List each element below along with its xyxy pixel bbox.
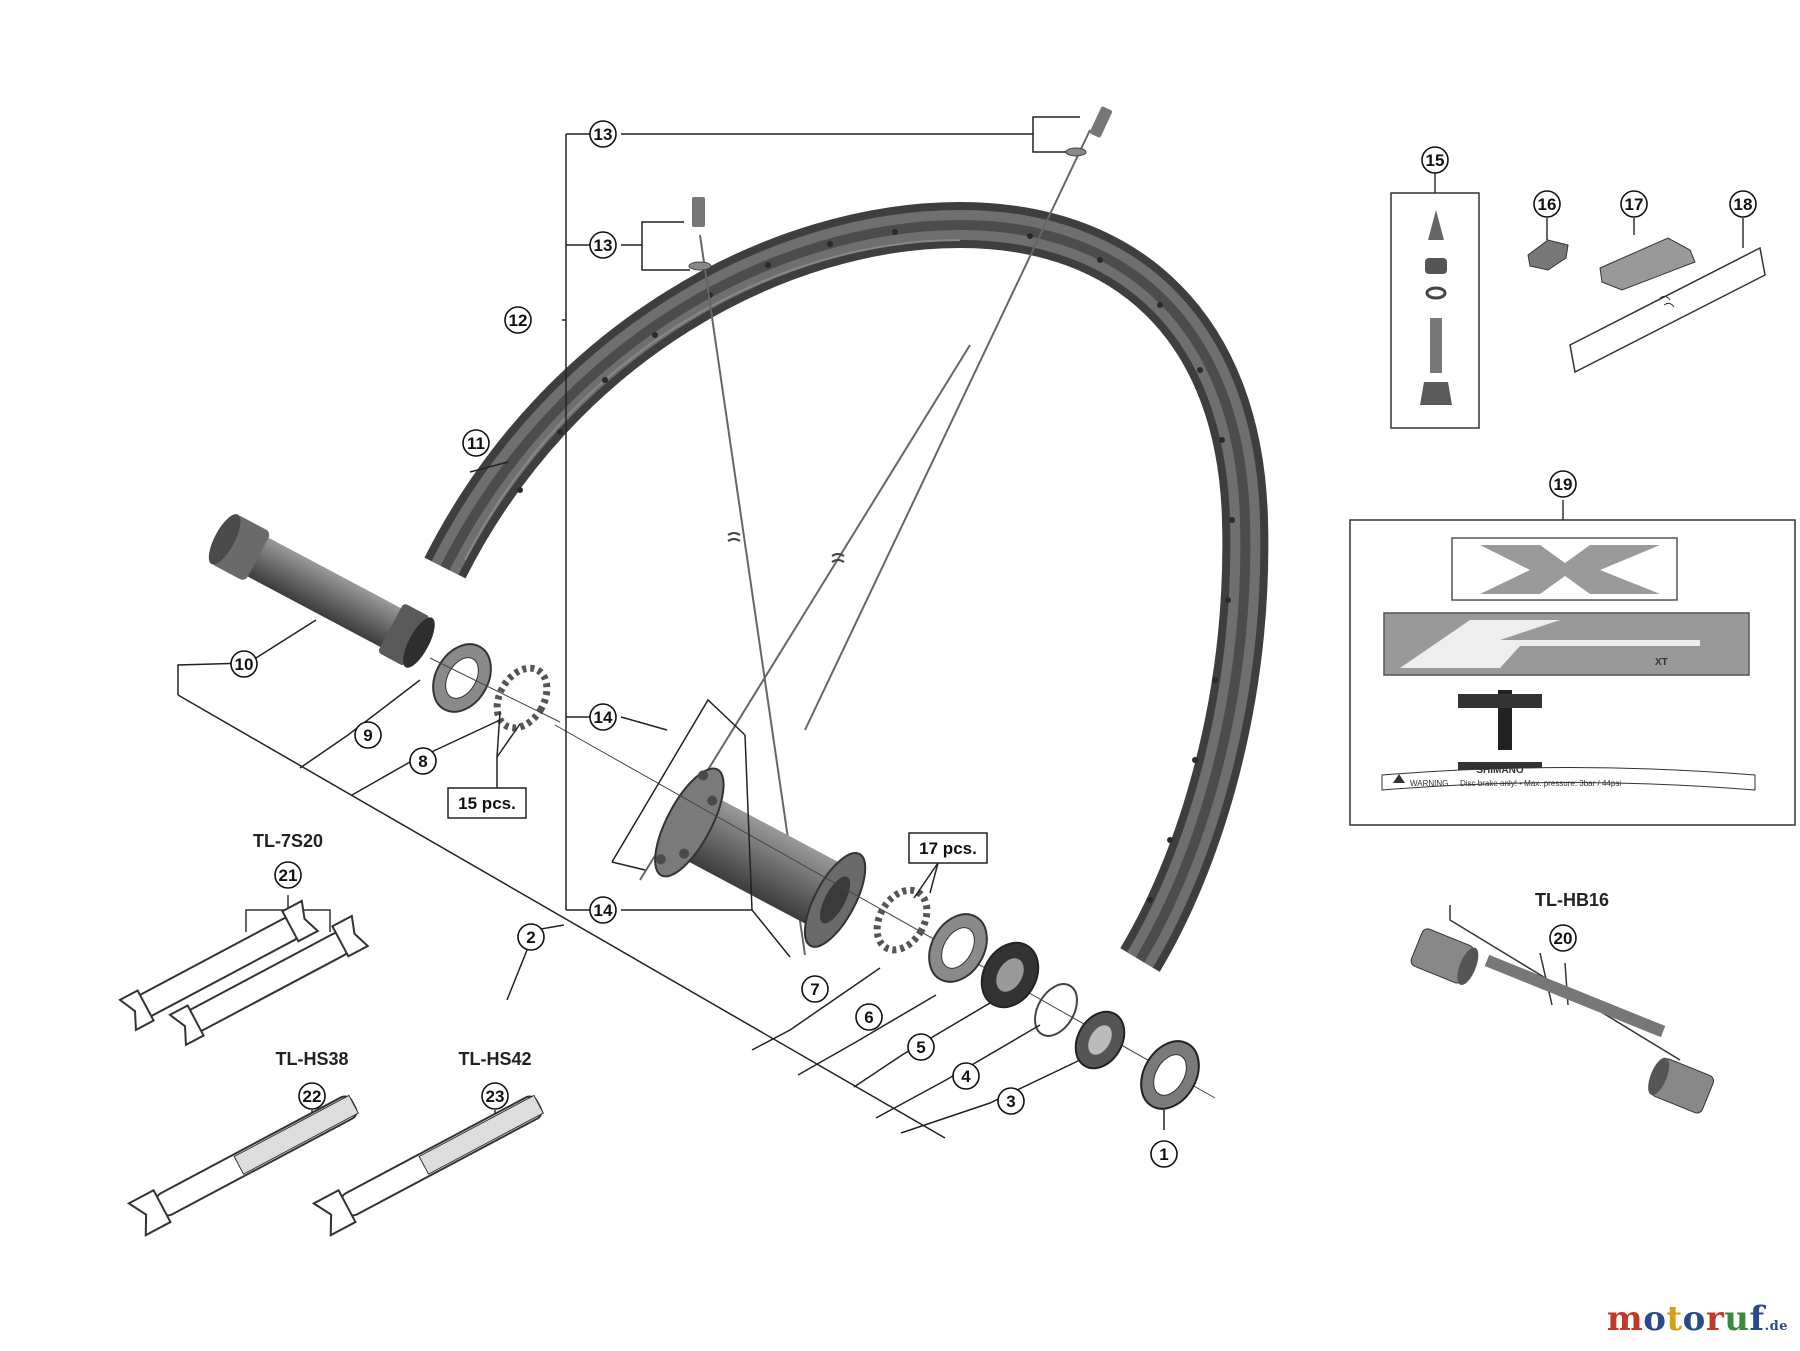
qty-box-17	[908, 832, 988, 864]
watermark-letter: u	[1724, 1299, 1750, 1339]
callout-number-17: 17	[1625, 195, 1644, 214]
callout-circle-22	[298, 1082, 326, 1110]
callout-circle-3	[997, 1087, 1025, 1115]
spoke-nipple-top	[688, 106, 1113, 271]
hub-body	[654, 767, 867, 948]
callout-number-8: 8	[418, 752, 427, 771]
callout-number-4: 4	[961, 1067, 971, 1086]
callout-circle-21	[274, 861, 302, 889]
callout-circle-15	[1421, 146, 1449, 174]
callout-number-12: 12	[509, 311, 528, 330]
callout-number-16: 16	[1538, 195, 1557, 214]
watermark-tld: .de	[1764, 1319, 1788, 1334]
callout-circle-4	[952, 1062, 980, 1090]
callout-circle-1	[1150, 1140, 1178, 1168]
callout-circle-7	[801, 975, 829, 1003]
callout-number-22: 22	[303, 1087, 322, 1106]
qty-box-15	[447, 787, 527, 819]
tubeless-valve	[1420, 210, 1452, 405]
watermark-letter: o	[1643, 1299, 1667, 1339]
hub-axle	[208, 514, 435, 668]
callout-number-9: 9	[363, 726, 372, 745]
callout-number-5: 5	[916, 1038, 925, 1057]
callout-number-10: 10	[235, 655, 254, 674]
sticker-set-box	[1349, 519, 1796, 826]
callout-number-2: 2	[526, 928, 535, 947]
callout-circle-9	[354, 721, 382, 749]
callout-number-13: 13	[594, 125, 613, 144]
callout-number-15: 15	[1426, 151, 1445, 170]
callout-number-19: 19	[1554, 475, 1573, 494]
end-cap-1	[1140, 1040, 1200, 1110]
callout-circle-18	[1729, 190, 1757, 218]
cone-wrench-23	[311, 1094, 544, 1237]
qty-label-15pcs: 15 pcs.	[458, 794, 516, 813]
hub-tool-20	[1410, 905, 1714, 1114]
cone-wrenches-21	[118, 895, 370, 1047]
callout-circle-12	[504, 306, 532, 334]
callout-circle-16	[1533, 190, 1561, 218]
callout-number-18: 18	[1734, 195, 1753, 214]
callout-circle-11	[462, 429, 490, 457]
callout-circle-19	[1549, 470, 1577, 498]
sticker-warning: WARNING	[1410, 779, 1448, 788]
callout-number-14: 14	[594, 901, 613, 920]
tool-label-20: TL-HB16	[1535, 890, 1609, 910]
qty-label-17pcs: 17 pcs.	[919, 839, 977, 858]
callout-number-20: 20	[1554, 929, 1573, 948]
ball-retainer-7	[873, 886, 931, 954]
callout-circle-13	[589, 120, 617, 148]
callout-number-7: 7	[810, 980, 819, 999]
callout-circle-14	[589, 703, 617, 731]
watermark: motoruf.de	[1607, 1299, 1788, 1339]
rim	[424, 201, 1269, 972]
callout-circle-23	[481, 1082, 509, 1110]
callout-number-14: 14	[594, 708, 613, 727]
tool-label-21: TL-7S20	[253, 831, 323, 851]
bearing-5	[980, 941, 1040, 1009]
sticker-warning-text: Disc brake only! • Max. pressure: 3bar /…	[1460, 779, 1621, 788]
callout-circle-13	[589, 231, 617, 259]
sticker-set	[1381, 537, 1756, 791]
callout-number-6: 6	[864, 1008, 873, 1027]
watermark-letter: f	[1749, 1299, 1765, 1339]
watermark-letter: m	[1606, 1299, 1644, 1339]
callout-number-13: 13	[594, 236, 613, 255]
cone-6	[928, 913, 988, 983]
watermark-letter: t	[1666, 1299, 1683, 1339]
watermark-letter: o	[1682, 1299, 1706, 1339]
sticker-brand: SHIMANO	[1476, 765, 1523, 776]
sticker-brand-flipped: SHIMANO	[1476, 694, 1523, 705]
callout-number-11: 11	[467, 434, 485, 453]
tool-label-23: TL-HS42	[458, 1049, 531, 1069]
o-ring-4	[1034, 983, 1078, 1037]
callout-circle-14	[589, 896, 617, 924]
sticker-xt-text: XT	[1655, 657, 1668, 668]
callout-circle-5	[907, 1033, 935, 1061]
callout-circle-2	[517, 923, 545, 951]
qty-leaders	[496, 711, 939, 899]
callout-circle-17	[1620, 190, 1648, 218]
spoke-wrench-17	[1599, 218, 1696, 291]
callout-circle-6	[855, 1003, 883, 1031]
leader-lines	[177, 116, 1165, 1139]
callout-number-1: 1	[1159, 1145, 1168, 1164]
callout-number-21: 21	[279, 866, 298, 885]
valve-adapter-16	[1527, 218, 1569, 271]
cone-wrench-22	[126, 1094, 359, 1237]
ball-retainer-8	[493, 664, 551, 732]
callout-circle-10	[230, 650, 258, 678]
callout-circle-8	[409, 747, 437, 775]
tool-label-22: TL-HS38	[275, 1049, 348, 1069]
watermark-letter: r	[1705, 1299, 1725, 1339]
callout-circle-20	[1549, 924, 1577, 952]
callout-number-23: 23	[486, 1087, 505, 1106]
callout-number-3: 3	[1006, 1092, 1015, 1111]
rim-tape-18	[1569, 218, 1766, 374]
dust-cap-3	[1074, 1010, 1126, 1070]
spacer-9	[432, 643, 492, 713]
